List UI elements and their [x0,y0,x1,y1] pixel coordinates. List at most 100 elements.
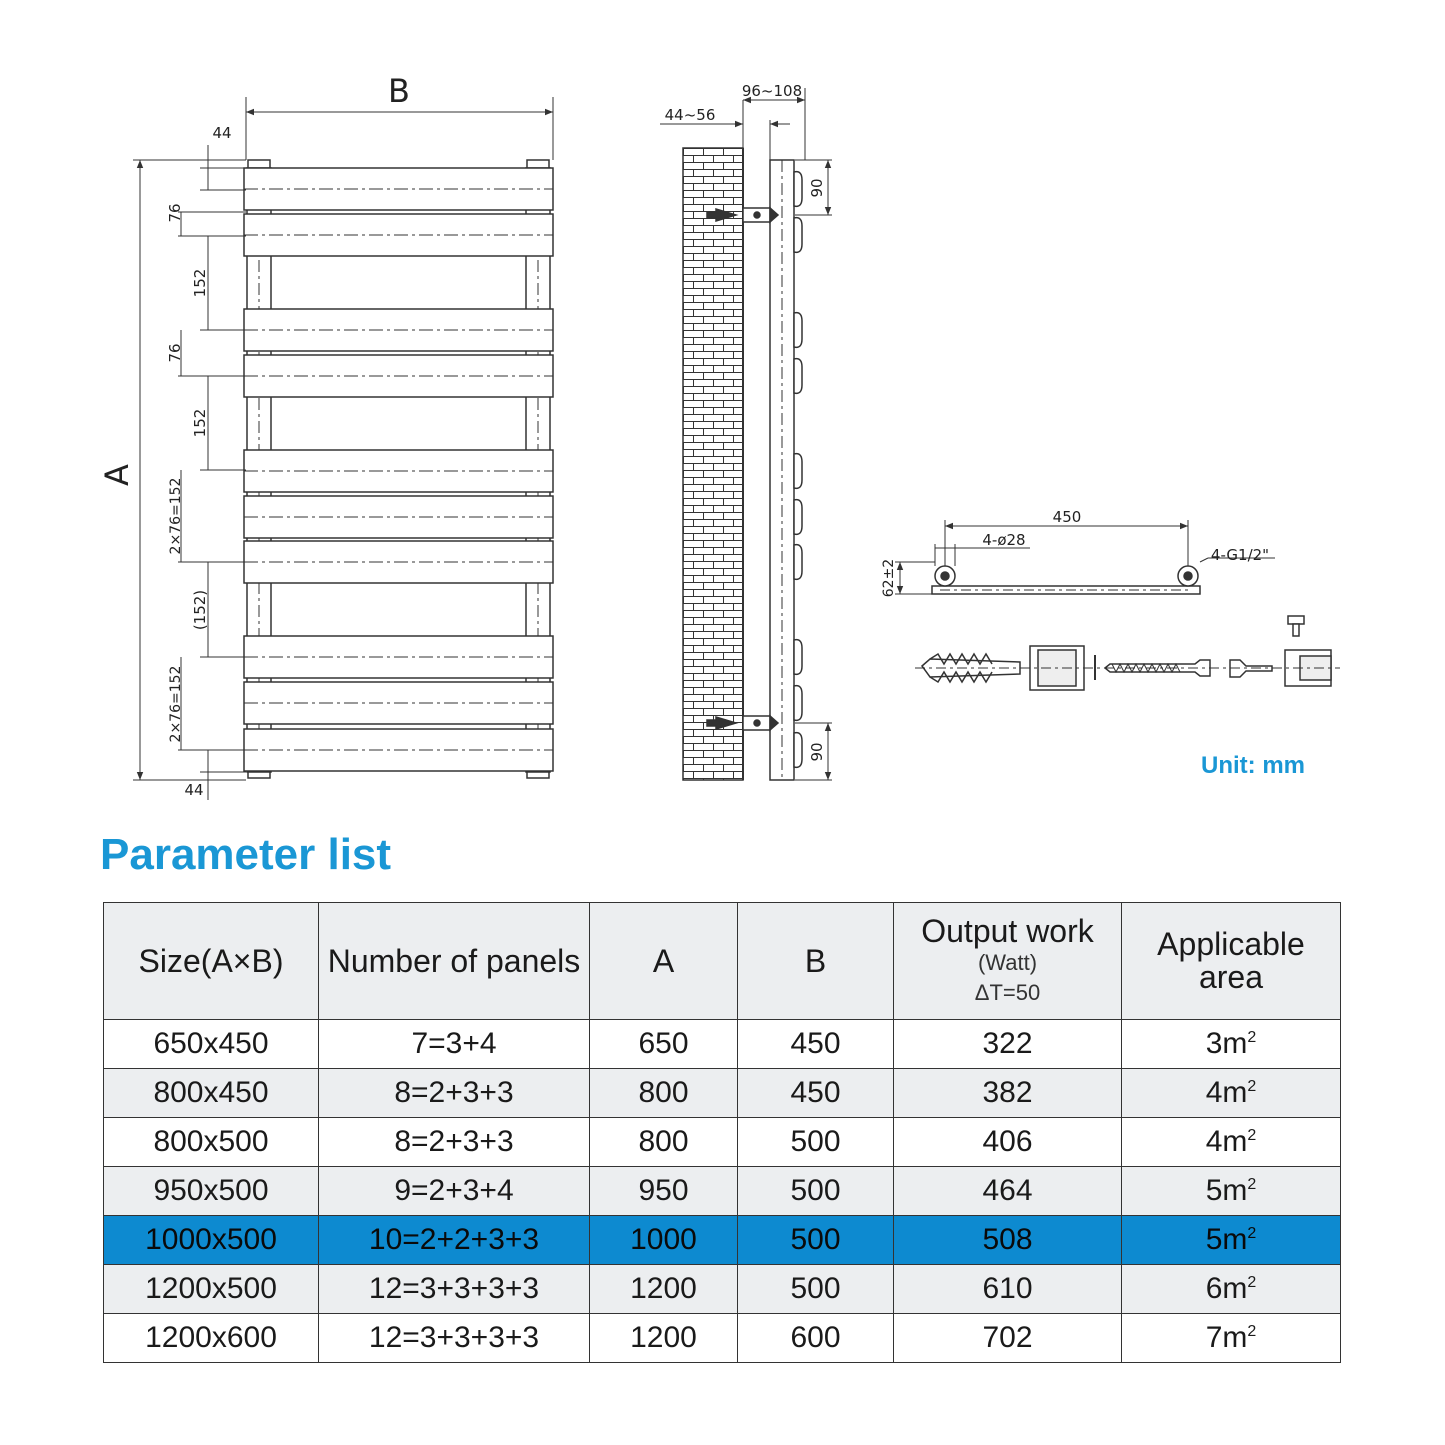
panel-profile [793,452,803,490]
cell-area: 7m2 [1121,1313,1341,1363]
cell-b: 500 [737,1215,894,1265]
cell-area: 5m2 [1121,1215,1341,1265]
area-value: 4m [1205,1076,1248,1109]
cell-output: 610 [893,1264,1122,1314]
unit-label: Unit: mm [1201,752,1305,779]
cell-output: 382 [893,1068,1122,1118]
header-output-unit: (Watt) [977,949,1038,975]
dim-wall: 44~56 [665,106,716,124]
cell-b: 600 [737,1313,894,1363]
cell-a: 950 [589,1166,738,1216]
header-size: Size(A×B) [103,902,319,1020]
dim-left-3: 76 [166,343,184,362]
header-panels: Number of panels [318,902,590,1020]
cell-output: 702 [893,1313,1122,1363]
area-superscript: 2 [1247,1323,1257,1340]
cell-output: 322 [893,1019,1122,1069]
parameter-table: Size(A×B) Number of panels A B Output wo… [103,902,1341,1363]
dim-holes: 4-ø28 [982,531,1025,549]
panel-profile [793,731,803,769]
area-value: 7m [1205,1321,1248,1354]
dim-depth: 96~108 [742,82,802,100]
dim-left-1: 76 [166,203,184,222]
cell-output: 464 [893,1166,1122,1216]
cell-b: 500 [737,1117,894,1167]
dim-bottom: 44 [184,781,203,799]
header-output: Output work (Watt) ΔT=50 [893,902,1122,1020]
cell-size: 800x500 [103,1117,319,1167]
dim-bottom-bracket: 90 [808,742,826,761]
area-superscript: 2 [1247,1029,1257,1046]
area-superscript: 2 [1247,1127,1257,1144]
cell-panels: 10=2+2+3+3 [318,1215,590,1265]
dim-left-5: 2×76=152 [168,478,184,555]
table-header-row: Size(A×B) Number of panels A B Output wo… [103,902,1341,1020]
top-bracket [706,206,780,224]
bottom-dimension-labels: 450 4-ø28 4-G1/2" 62±2 [881,508,1269,597]
front-dimension-labels: B A 44 44 76 152 76 152 2×76=152 (152) 2… [98,72,410,799]
cell-size: 950x500 [103,1166,319,1216]
cell-panels: 8=2+3+3 [318,1068,590,1118]
cell-a: 1200 [589,1264,738,1314]
side-dimensions [660,88,832,781]
dim-thread: 4-G1/2" [1211,546,1269,564]
cell-b: 500 [737,1264,894,1314]
cell-output: 508 [893,1215,1122,1265]
technical-drawing: B A 44 44 76 152 76 152 2×76=152 (152) 2… [98,72,1340,800]
dim-left-4: 152 [191,409,209,438]
dim-top-bracket: 90 [808,178,826,197]
cell-area: 5m2 [1121,1166,1341,1216]
dim-label-b: B [388,72,410,110]
header-output-title: Output work [921,912,1094,949]
bottom-view [931,565,1201,595]
area-superscript: 2 [1247,1078,1257,1095]
side-dimension-labels: 44~56 96~108 90 90 [665,82,826,762]
cell-area: 4m2 [1121,1068,1341,1118]
panel-profile [793,638,803,676]
cell-b: 500 [737,1166,894,1216]
area-value: 6m [1205,1272,1248,1305]
cell-size: 650x450 [103,1019,319,1069]
mounting-fixings [915,615,1340,691]
panel-profile [793,684,803,722]
area-superscript: 2 [1247,1274,1257,1291]
cell-size: 1000x500 [103,1215,319,1265]
cell-area: 6m2 [1121,1264,1341,1314]
front-dimensions [133,97,554,800]
area-value: 4m [1205,1125,1248,1158]
cell-output: 406 [893,1117,1122,1167]
bottom-bracket [706,714,780,732]
panel-profile [793,357,803,395]
cell-a: 1000 [589,1215,738,1265]
area-value: 5m [1205,1223,1248,1256]
front-view [243,159,554,779]
dim-label-a: A [98,464,136,486]
panel-profile [793,498,803,536]
cell-b: 450 [737,1019,894,1069]
cell-panels: 7=3+4 [318,1019,590,1069]
header-a: A [589,902,738,1020]
dim-centers: 450 [1053,508,1082,526]
cell-b: 450 [737,1068,894,1118]
header-b: B [737,902,894,1020]
cell-panels: 12=3+3+3+3 [318,1264,590,1314]
cell-a: 650 [589,1019,738,1069]
cell-size: 1200x500 [103,1264,319,1314]
cell-area: 4m2 [1121,1117,1341,1167]
panel-profile [793,543,803,581]
area-superscript: 2 [1247,1176,1257,1193]
panel-profile [793,216,803,254]
area-superscript: 2 [1247,1225,1257,1242]
dim-left-6: (152) [191,590,209,630]
side-view [682,147,803,781]
cell-a: 800 [589,1068,738,1118]
cell-a: 800 [589,1117,738,1167]
cell-panels: 8=2+3+3 [318,1117,590,1167]
area-value: 3m [1205,1027,1248,1060]
